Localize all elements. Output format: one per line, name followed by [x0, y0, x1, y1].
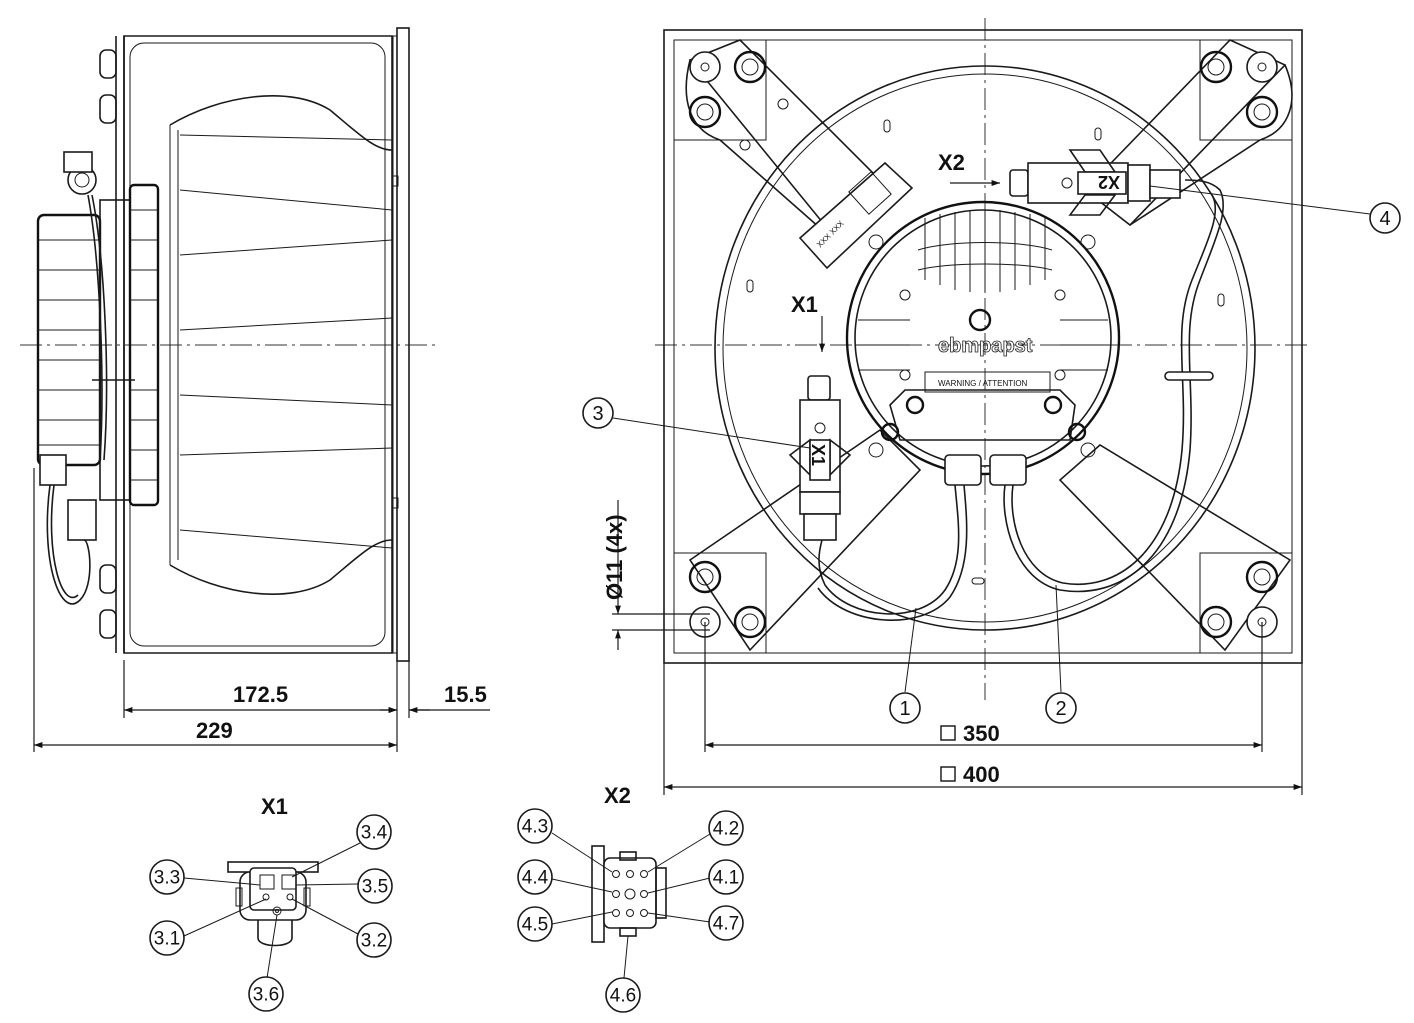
pin-4-2: 4.2 — [713, 819, 739, 840]
pin-3-3: 3.3 — [154, 868, 180, 889]
x1-pin-callouts: 3.3 3.1 3.4 3.5 3.2 3.6 — [149, 814, 393, 1012]
pin-4-7: 4.7 — [713, 914, 739, 935]
pin-3-1: 3.1 — [154, 929, 180, 950]
pin-4-1: 4.1 — [713, 868, 739, 889]
x1-detail-title: X1 — [261, 794, 288, 819]
callout-4: 4 — [1379, 208, 1390, 230]
side-impeller — [169, 95, 393, 151]
front-callouts: 1 2 3 4 — [582, 185, 1401, 724]
callout-1: 1 — [899, 698, 910, 720]
side-dimensions: 172.5 229 15.5 — [33, 468, 490, 752]
x2-arrow-label: X2 — [938, 150, 965, 175]
side-view — [20, 27, 440, 662]
svg-text:WARNING / ATTENTION: WARNING / ATTENTION — [938, 379, 1028, 388]
pin-3-6: 3.6 — [253, 985, 279, 1006]
pin-3-5: 3.5 — [362, 877, 388, 898]
front-plate — [663, 29, 1303, 664]
front-view: XXX XXX WARNING / ATTENTION — [655, 18, 1312, 700]
pin-4-6: 4.6 — [610, 986, 636, 1007]
label-plate: XXX XXX — [798, 161, 914, 270]
side-motor — [36, 183, 160, 507]
dim-15-5: 15.5 — [444, 682, 487, 707]
square-symbol-350 — [940, 725, 956, 741]
pin-3-4: 3.4 — [361, 823, 388, 844]
x1-body-label: X1 — [808, 444, 828, 466]
x2-detail-title: X2 — [604, 783, 631, 808]
cables — [817, 179, 1224, 621]
pin-3-2: 3.2 — [361, 931, 387, 952]
dim-400: 400 — [963, 762, 1000, 787]
front-dimensions: 350 400 Ø11 (4x) — [602, 500, 1303, 795]
pin-4-5: 4.5 — [522, 915, 548, 936]
connector-x2: X2 — [1009, 149, 1181, 216]
side-cables — [39, 151, 135, 605]
dim-350: 350 — [963, 721, 1000, 746]
callout-2: 2 — [1055, 698, 1066, 720]
dim-hole-diameter: Ø11 (4x) — [602, 514, 627, 600]
callout-3: 3 — [592, 403, 603, 425]
x2-pin-callouts: 4.3 4.4 4.5 4.2 4.1 4.7 4.6 — [517, 808, 744, 1013]
square-symbol-400 — [940, 766, 956, 782]
dim-172-5: 172.5 — [233, 682, 288, 707]
detail-x1: X1 3.3 3.1 3.4 3.5 3.2 — [149, 794, 393, 1012]
x2-body-label: X2 — [1098, 172, 1120, 192]
side-bolts — [99, 49, 117, 639]
motor-housing: WARNING / ATTENTION ebmpapst — [845, 200, 1121, 486]
x1-arrow-label: X1 — [791, 292, 818, 317]
dim-229: 229 — [196, 718, 233, 743]
connector-x1: X1 — [788, 375, 852, 541]
detail-x2: X2 4.3 4.4 4.5 4.2 4 — [517, 783, 744, 1013]
inlet-ring — [714, 65, 1256, 631]
pin-4-3: 4.3 — [522, 817, 548, 838]
brand-logo-text: ebmpapst — [938, 335, 1033, 357]
pin-4-4: 4.4 — [522, 868, 549, 889]
